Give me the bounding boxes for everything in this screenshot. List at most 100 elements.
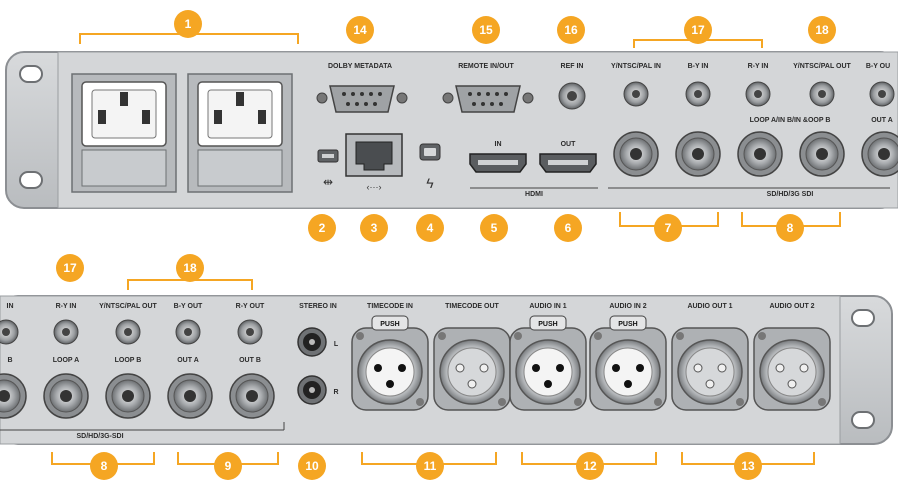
badge-1 <box>174 10 202 38</box>
badge-13 <box>734 452 762 480</box>
svg-text:⇹: ⇹ <box>323 175 333 189</box>
label-y-ntsc-pal-in: Y/NTSC/PAL IN <box>611 63 661 70</box>
power-inlet-2 <box>187 73 293 193</box>
badge-8-bottom <box>90 452 118 480</box>
badge-8-bottom-text: 8 <box>101 459 108 473</box>
badge-16-text: 16 <box>564 23 578 37</box>
label-stereo-in: STEREO IN <box>299 303 337 310</box>
badge-2 <box>308 214 336 242</box>
badge-6 <box>554 214 582 242</box>
bottom-callouts: 17 18 8 9 10 11 12 13 <box>51 254 815 480</box>
badge-16 <box>557 16 585 44</box>
rack-hole-bottom-upper <box>851 309 875 327</box>
remote-port <box>442 85 534 113</box>
badge-17-bottom-text: 17 <box>63 261 77 275</box>
sdi-bnc-row-top <box>613 131 898 177</box>
label-out-b: OUT B <box>239 357 261 364</box>
label-loop-a-in-b-in-loop-b: LOOP A/IN B/IN &OOP B <box>750 117 831 124</box>
badge-18-top <box>808 16 836 44</box>
badge-14-text: 14 <box>353 23 367 37</box>
badge-4-text: 4 <box>427 221 434 235</box>
dolby-metadata-port <box>316 85 408 113</box>
label-timecode-in: TIMECODE IN <box>367 303 413 310</box>
badge-7 <box>654 214 682 242</box>
label-audio-in-1: AUDIO IN 1 <box>529 303 566 310</box>
badge-7-text: 7 <box>665 221 672 235</box>
badge-11 <box>416 452 444 480</box>
label-sdi-group-bottom: SD/HD/3G-SDI <box>76 433 123 440</box>
badge-2-text: 2 <box>319 221 326 235</box>
badge-1-text: 1 <box>185 17 192 31</box>
label-hdmi: HDMI <box>525 191 543 198</box>
badge-5 <box>480 214 508 242</box>
label-loop-a: LOOP A <box>53 357 79 364</box>
badge-13-text: 13 <box>741 459 755 473</box>
label-hdmi-in: IN <box>495 141 502 148</box>
label-stereo-l: L <box>334 341 339 348</box>
top-callouts: 1 14 15 16 17 18 2 3 4 5 6 7 8 <box>79 10 841 242</box>
badge-9-text: 9 <box>225 459 232 473</box>
badge-8-top <box>776 214 804 242</box>
label-audio-out-2: AUDIO OUT 2 <box>769 303 814 310</box>
badge-4 <box>416 214 444 242</box>
power-inlet-1 <box>71 73 177 193</box>
badge-18-bottom-text: 18 <box>183 261 197 275</box>
badge-18-top-text: 18 <box>815 23 829 37</box>
badge-8-top-text: 8 <box>787 221 794 235</box>
xlr-audio-in-1 <box>509 315 587 411</box>
analog-bnc-row-bottom <box>0 319 263 345</box>
ref-in-bnc <box>558 82 586 110</box>
push-timecode-in: PUSH <box>380 321 399 328</box>
label-remote-in-out: REMOTE IN/OUT <box>458 63 514 70</box>
badge-15-text: 15 <box>479 23 493 37</box>
label-in-partial: IN <box>7 303 14 310</box>
xlr-timecode-out <box>433 327 511 411</box>
badge-12 <box>576 452 604 480</box>
label-audio-out-1: AUDIO OUT 1 <box>687 303 732 310</box>
ethernet-port: ‹···› <box>345 133 403 192</box>
xlr-timecode-in <box>351 315 429 411</box>
badge-3-text: 3 <box>371 221 378 235</box>
badge-10-text: 10 <box>305 459 319 473</box>
stereo-in-r <box>297 375 327 405</box>
stereo-in-l <box>297 327 327 357</box>
svg-text:ϟ: ϟ <box>426 175 434 191</box>
label-b-y-out-partial: B-Y OU <box>866 63 890 70</box>
hdmi-out-port <box>539 153 597 173</box>
label-y-ntsc-pal-out: Y/NTSC/PAL OUT <box>793 63 851 70</box>
label-timecode-out: TIMECODE OUT <box>445 303 499 310</box>
label-b-y-out-bottom: B-Y OUT <box>174 303 203 310</box>
label-y-ntsc-pal-out-bottom: Y/NTSC/PAL OUT <box>99 303 157 310</box>
rack-hole-bottom-lower <box>851 411 875 429</box>
label-b-y-in: B-Y IN <box>688 63 709 70</box>
label-out-partial: OUT A <box>871 117 893 124</box>
badge-10 <box>298 452 326 480</box>
badge-17-bottom <box>56 254 84 282</box>
label-b-partial: B <box>7 357 12 364</box>
label-ref-in: REF IN <box>561 63 584 70</box>
badge-17-top <box>684 16 712 44</box>
label-r-y-out-bottom: R-Y OUT <box>236 303 265 310</box>
badge-14 <box>346 16 374 44</box>
badge-6-text: 6 <box>565 221 572 235</box>
rack-hole-top-lower <box>19 171 43 189</box>
top-inner-plate <box>57 51 898 209</box>
thunderbolt-port: ϟ <box>419 143 441 191</box>
push-audio-in-1: PUSH <box>538 321 557 328</box>
analog-bnc-row-top <box>623 81 895 107</box>
label-out-a: OUT A <box>177 357 199 364</box>
badge-11-text: 11 <box>424 459 437 473</box>
label-r-y-in: R-Y IN <box>748 63 769 70</box>
label-stereo-r: R <box>333 389 338 396</box>
badge-18-bottom <box>176 254 204 282</box>
usb-port: ⇹ <box>317 149 339 189</box>
sdi-bnc-row-bottom <box>0 373 275 419</box>
hdmi-in-port <box>469 153 527 173</box>
badge-3 <box>360 214 388 242</box>
badge-5-text: 5 <box>491 221 498 235</box>
label-loop-b: LOOP B <box>115 357 142 364</box>
svg-text:‹···›: ‹···› <box>367 182 382 192</box>
bottom-rear-panel: IN R-Y IN Y/NTSC/PAL OUT B-Y OUT R-Y OUT… <box>0 295 893 445</box>
